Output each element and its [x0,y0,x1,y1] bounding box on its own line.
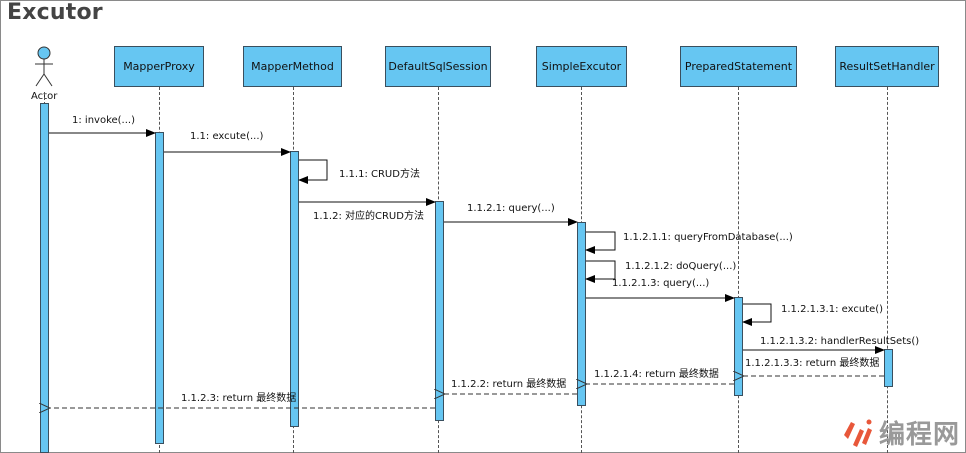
watermark-logo-icon [843,419,872,447]
message-label: 1.1: excute(...) [190,131,264,142]
participant-preparedstatement: PreparedStatement [680,46,797,87]
participant-mappermethod: MapperMethod [243,46,342,87]
message-label: 1.1.2.1: query(...) [467,203,555,214]
message-label: 1.1.2.1.3: query(...) [612,278,710,289]
watermark: 编程网 [841,414,960,451]
message-label: 1.1.2.1.3.2: handlerResultSets() [760,336,920,347]
watermark-text: 编程网 [878,420,960,450]
activation-defaultsqlsession [435,201,444,421]
message-label: 1: invoke(...) [72,115,135,126]
participant-mapperproxy: MapperProxy [114,46,204,87]
message-label: 1.1.2: 对应的CRUD方法 [313,211,424,222]
arrow-1-1-1 [298,159,328,184]
arrow-1-1-2-1-2 [585,260,616,283]
message-label: 1.1.2.1.1: queryFromDatabase(...) [623,232,793,243]
participant-defaultsqlsession: DefaultSqlSession [385,46,491,87]
activation-mappermethod [290,151,299,427]
message-label: 1.1.2.1.3.1: excute() [781,304,884,315]
participant-simpleexcutor: SimpleExcutor [536,46,627,87]
lifeline-preparedstatement [738,87,739,453]
message-label: 1.1.2.1.4: return 最终数据 [594,369,719,380]
message-label: 1.1.2.3: return 最终数据 [181,393,297,404]
message-label: 1.1.2.1.3.3: return 最终数据 [745,358,880,369]
message-label: 1.1.1: CRUD方法 [339,169,420,180]
activation-preparedstatement [734,297,743,396]
arrow-1-1-2-1-1 [585,231,616,254]
lifeline-resultsethandler [887,87,888,453]
activation-simpleexcutor [577,222,586,406]
message-label: 1.1.2.2: return 最终数据 [451,379,567,390]
activation-resultsethandler [884,349,893,387]
diagram-title: Excutor [7,0,103,25]
message-label: 1.1.2.1.2: doQuery(...) [625,261,737,272]
actor-icon [35,46,53,87]
arrow-1-1-2-1-3-1 [742,303,772,326]
participant-resultsethandler: ResultSetHandler [835,46,939,87]
activation-mapperproxy [155,132,164,444]
